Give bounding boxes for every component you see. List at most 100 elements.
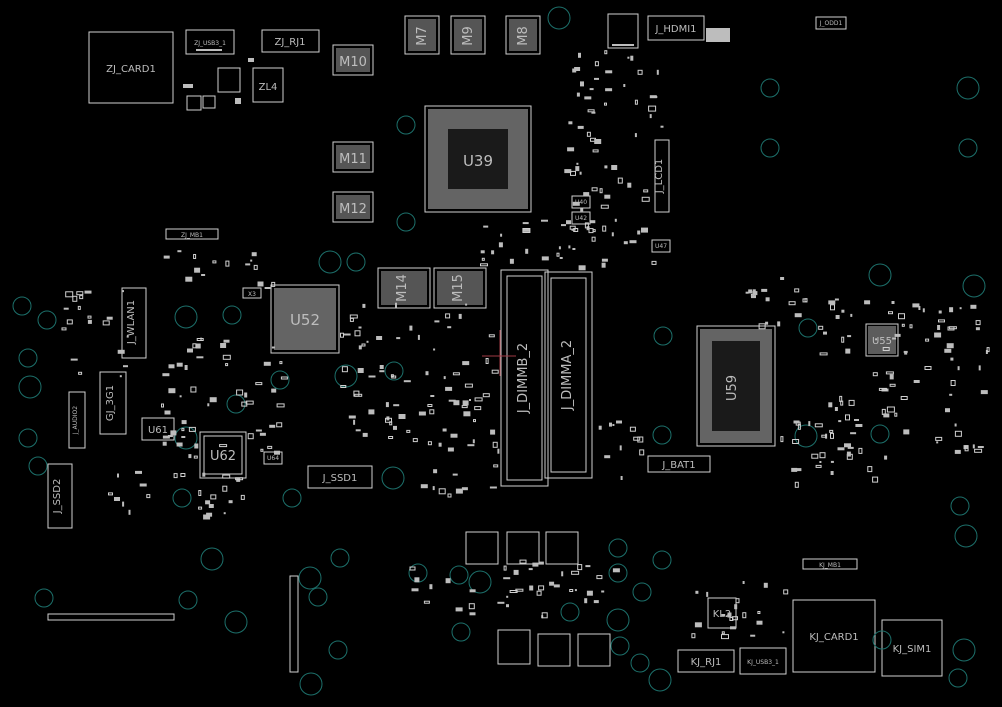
zj-mb1-label: ZJ_MB1: [181, 232, 203, 239]
smd-pad: [819, 461, 822, 463]
smd-pad: [609, 422, 612, 427]
via-hole: [178, 590, 198, 610]
zj-card1-component[interactable]: ZJ_CARD1: [88, 31, 174, 104]
zj-mb1-connector[interactable]: ZJ_MB1: [165, 228, 219, 240]
via-hole: [318, 250, 342, 274]
smd-pad: [612, 424, 615, 426]
smd-pad: [398, 414, 406, 419]
smd-pad: [396, 337, 401, 340]
j-audio2-connector[interactable]: J_AUDIO2: [68, 391, 86, 449]
smd-pad: [900, 396, 908, 400]
smd-pad: [348, 415, 356, 419]
u42-ic[interactable]: U42: [571, 211, 591, 225]
smd-pad: [884, 455, 888, 460]
smd-pad: [72, 295, 78, 302]
via-hole: [652, 550, 672, 570]
smd-pad: [598, 425, 602, 430]
u59-bga-chip[interactable]: U59: [696, 325, 776, 447]
smd-pad: [503, 565, 507, 571]
j-bat1-connector[interactable]: J_BAT1: [647, 455, 711, 473]
u55-chip[interactable]: U55: [865, 323, 899, 357]
j-dimma-2-slot[interactable]: J_DIMMA_2: [544, 271, 593, 479]
smd-pad: [566, 220, 571, 225]
zj-rj1-component[interactable]: ZJ_RJ1: [261, 29, 320, 53]
smd-pad: [878, 387, 887, 391]
smd-pad: [541, 219, 548, 222]
kl2-inductor[interactable]: KL2: [707, 597, 737, 629]
j-ssd2-connector[interactable]: J_SSD2: [47, 463, 73, 529]
smd-pad: [349, 314, 358, 319]
u47-ic[interactable]: U47: [651, 239, 671, 253]
via-hole: [226, 394, 246, 414]
smd-pad: [742, 581, 745, 584]
j-ssd1-connector[interactable]: J_SSD1: [307, 465, 373, 489]
smd-pad: [271, 281, 276, 287]
top-ic-box: [607, 13, 639, 49]
smd-pad: [161, 403, 164, 408]
zl4-component[interactable]: ZL4: [252, 67, 284, 103]
smd-pad: [970, 304, 977, 309]
smd-pad: [162, 435, 170, 439]
smd-pad: [629, 426, 636, 432]
smd-pad: [590, 220, 596, 224]
smd-pad: [117, 349, 125, 354]
smd-pad: [480, 250, 485, 254]
smd-pad: [656, 69, 659, 75]
smd-pad: [721, 631, 725, 635]
kj-card1-connector[interactable]: KJ_CARD1: [792, 599, 876, 673]
smd-pad: [604, 50, 608, 55]
smd-pad: [497, 448, 500, 454]
m7-chip[interactable]: M7: [404, 15, 440, 55]
smd-pad: [909, 324, 913, 329]
smd-pad: [633, 436, 641, 441]
m11-chip[interactable]: M11: [332, 141, 374, 173]
smd-pad: [187, 348, 193, 353]
smd-pad: [241, 401, 248, 407]
m8-chip[interactable]: M8: [505, 15, 541, 55]
kj-sim1-connector[interactable]: KJ_SIM1: [881, 619, 943, 677]
m15-chip[interactable]: M15: [433, 267, 487, 309]
kj-usb3-1-connector[interactable]: KJ_USB3_1: [739, 647, 787, 675]
j-hdmi1-connector[interactable]: J_HDMI1: [647, 15, 730, 42]
m10-chip[interactable]: M10: [332, 44, 374, 76]
smd-pad: [619, 445, 622, 451]
smd-pad: [589, 88, 594, 91]
u52-bga-chip[interactable]: U52: [270, 284, 340, 354]
m9-chip[interactable]: M9: [450, 15, 486, 55]
u62-ic[interactable]: U62: [199, 431, 247, 479]
smd-pad: [87, 319, 92, 324]
zj-usb3-1-component[interactable]: ZJ_USB3_1: [185, 29, 235, 55]
u64-ic[interactable]: U64: [263, 451, 283, 465]
smd-pad: [892, 337, 897, 340]
smd-pad: [481, 257, 485, 261]
smd-pad: [497, 601, 505, 604]
gj-3g1-connector[interactable]: GJ_3G1: [99, 371, 127, 435]
smd-pad: [886, 406, 895, 413]
u40-ic[interactable]: U40: [571, 195, 591, 209]
m14-chip[interactable]: M14: [377, 267, 431, 309]
j-odd1-connector[interactable]: J_ODD1: [815, 16, 847, 30]
x3-crystal[interactable]: X3: [242, 287, 262, 299]
smd-pad: [267, 445, 273, 449]
u39-bga-chip[interactable]: U39: [424, 105, 532, 213]
smd-pads-layer: [61, 50, 990, 640]
via-hole: [384, 361, 404, 381]
smd-pad: [385, 402, 389, 408]
j-dimmb-2-slot[interactable]: J_DIMMB_2: [500, 269, 549, 487]
smd-pad: [522, 228, 531, 233]
smd-pad: [727, 612, 732, 618]
kj-mb1-connector[interactable]: KJ_MB1: [802, 558, 858, 570]
kj-rj1-connector[interactable]: KJ_RJ1: [677, 649, 735, 673]
u61-ic[interactable]: U61: [141, 417, 175, 441]
smd-pad: [434, 320, 440, 323]
smd-pad: [649, 95, 657, 99]
smd-pad: [569, 589, 574, 592]
j-lcd1-connector[interactable]: J_LCD1: [654, 139, 670, 213]
m12-chip[interactable]: M12: [332, 191, 374, 223]
smd-pad: [448, 399, 456, 402]
smd-pad: [706, 591, 709, 597]
j-wlan1-connector[interactable]: J_WLAN1: [121, 287, 147, 359]
smd-pad: [427, 404, 433, 407]
smd-pad: [780, 436, 784, 443]
smd-pad: [433, 469, 438, 474]
